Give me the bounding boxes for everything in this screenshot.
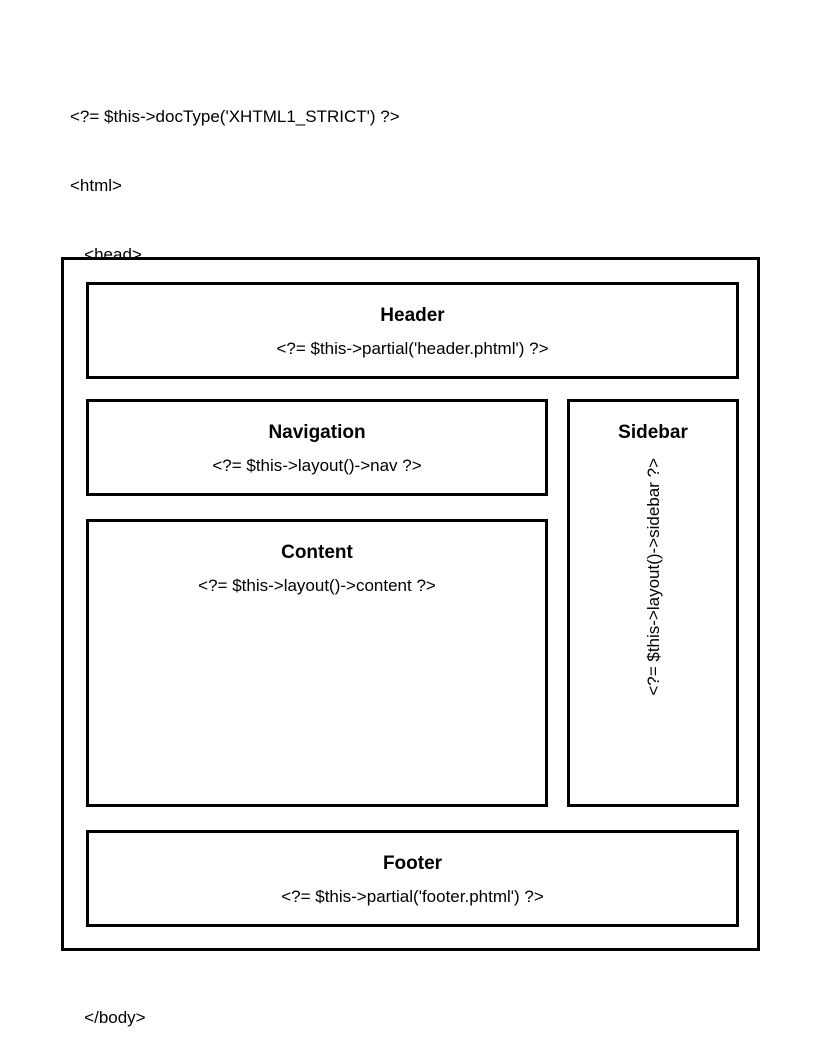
- region-box-navigation: Navigation <?= $this->layout()->nav ?>: [86, 399, 548, 496]
- code-block-bottom: </body> </html>: [70, 960, 146, 1056]
- region-title-content: Content: [281, 542, 353, 563]
- code-line: <?= $this->docType('XHTML1_STRICT') ?>: [70, 107, 400, 126]
- code-line: <html>: [70, 176, 122, 195]
- region-code-content: <?= $this->layout()->content ?>: [198, 576, 436, 595]
- region-title-footer: Footer: [382, 853, 443, 874]
- region-box-content: Content <?= $this->layout()->content ?>: [86, 519, 548, 807]
- region-title-sidebar: Sidebar: [618, 422, 688, 443]
- region-box-header: Header <?= $this->partial('header.phtml'…: [86, 282, 739, 379]
- region-box-sidebar: Sidebar <?= $this->layout()->sidebar ?>: [567, 399, 739, 807]
- region-code-sidebar-wrapper: <?= $this->layout()->sidebar ?>: [570, 458, 736, 798]
- region-code-footer: <?= $this->partial('footer.phtml') ?>: [281, 887, 544, 906]
- region-box-footer: Footer <?= $this->partial('footer.phtml'…: [86, 830, 739, 927]
- code-line: </body>: [70, 1008, 146, 1027]
- region-code-sidebar: <?= $this->layout()->sidebar ?>: [643, 458, 663, 696]
- region-code-header: <?= $this->partial('header.phtml') ?>: [276, 339, 549, 358]
- layout-frame: Header <?= $this->partial('header.phtml'…: [61, 257, 760, 951]
- region-title-navigation: Navigation: [268, 422, 366, 443]
- region-title-header: Header: [380, 305, 445, 326]
- region-code-navigation: <?= $this->layout()->nav ?>: [212, 456, 422, 475]
